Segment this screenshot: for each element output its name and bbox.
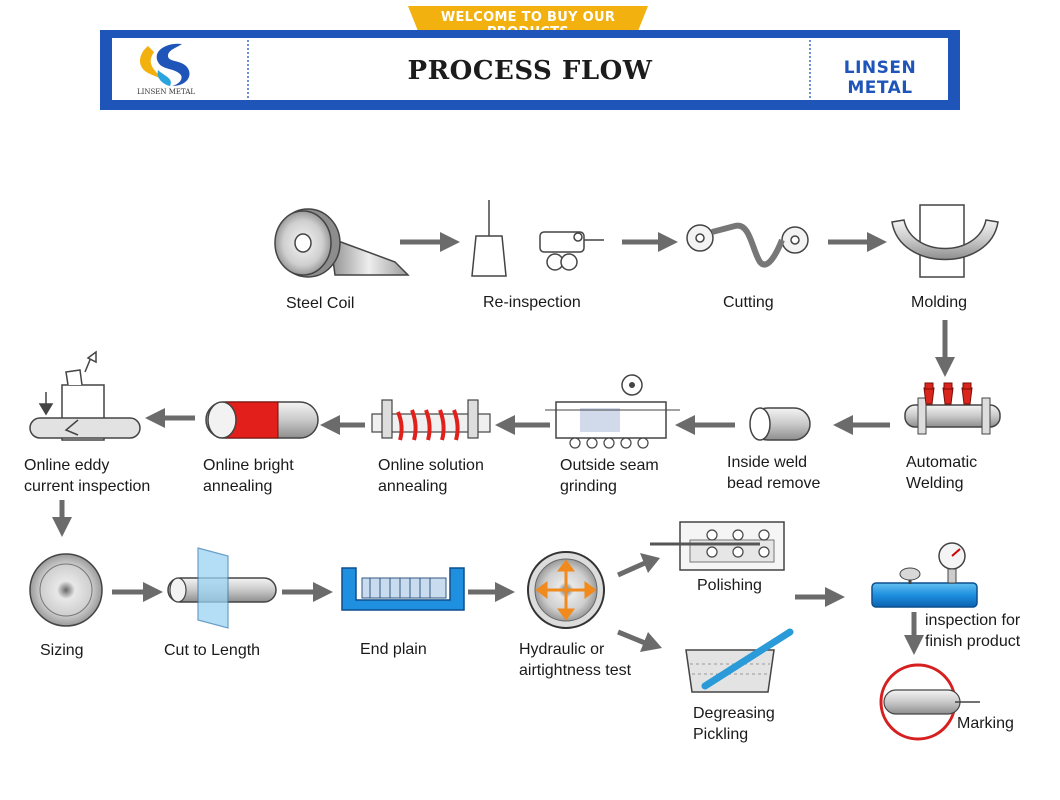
flow-arrow [904, 612, 924, 655]
logo-caption: LINSEN METAL [136, 88, 196, 96]
label-end-plain: End plain [360, 641, 427, 658]
solution-annealing-icon [371, 399, 491, 441]
marking-icon [879, 663, 980, 741]
label-outside-grinding-2: grinding [560, 478, 617, 495]
label-hydraulic-2: airtightness test [519, 662, 632, 679]
label-outside-grinding-1: Outside seam [560, 457, 659, 474]
flow-arrow [833, 415, 890, 435]
label-inside-weld-1: Inside weld [727, 454, 808, 471]
end-plain-icon [341, 567, 465, 611]
sizing-icon [29, 553, 103, 627]
bright-annealing-icon [205, 401, 319, 439]
cutting-icon [686, 222, 809, 268]
flow-arrow [400, 232, 460, 252]
outside-seam-grinding-icon [545, 374, 680, 449]
label-polishing: Polishing [697, 577, 762, 594]
label-degreasing-1: Degreasing [693, 705, 775, 722]
header-divider [247, 40, 249, 98]
flow-arrow [675, 415, 735, 435]
flow-arrow [617, 629, 662, 652]
brand-name: LINSEN METAL [843, 58, 917, 98]
label-bright-annealing-2: annealing [203, 478, 273, 495]
label-bright-annealing-1: Online bright [203, 457, 294, 474]
banner-tab-shape [408, 6, 648, 36]
label-solution-annealing-1: Online solution [378, 457, 484, 474]
label-automatic-welding-2: Welding [906, 475, 964, 492]
header-panel [112, 38, 948, 100]
hydraulic-test-icon [527, 551, 605, 629]
label-marking: Marking [957, 715, 1014, 732]
flow-arrow [145, 408, 195, 428]
flow-arrow [622, 232, 678, 252]
inside-weld-bead-remove-icon [749, 407, 811, 441]
flow-arrow [320, 415, 365, 435]
label-steel-coil: Steel Coil [286, 295, 355, 312]
label-hydraulic-1: Hydraulic or [519, 641, 605, 658]
cut-to-length-icon [167, 547, 277, 629]
molding-icon [891, 204, 999, 278]
flow-arrow [468, 582, 515, 602]
page-title: PROCESS FLOW [407, 56, 653, 86]
flow-arrow [282, 582, 333, 602]
label-cut-to-length: Cut to Length [164, 642, 261, 659]
label-molding: Molding [911, 294, 968, 311]
degreasing-pickling-icon [685, 628, 794, 693]
flow-arrow [616, 553, 660, 578]
linsen-logo-icon [140, 43, 190, 86]
label-inside-weld-2: bead remove [727, 475, 821, 492]
flow-arrow [52, 500, 72, 537]
flow-arrow [935, 320, 955, 377]
label-sizing: Sizing [40, 642, 84, 659]
flow-arrow [795, 587, 845, 607]
label-degreasing-2: Pickling [693, 726, 749, 743]
reinspection-icon [471, 200, 604, 277]
eddy-current-inspection-icon [29, 350, 141, 441]
polishing-icon [650, 521, 785, 571]
label-finish-inspection-2: finish product [925, 633, 1021, 650]
label-finish-inspection-1: inspection for [925, 612, 1021, 629]
flow-arrow [828, 232, 887, 252]
label-solution-annealing-2: annealing [378, 478, 448, 495]
label-automatic-welding-1: Automatic [906, 454, 978, 471]
header-divider [809, 40, 811, 98]
label-eddy-inspection-1: Online eddy [24, 457, 110, 474]
finish-inspection-icon [871, 542, 978, 608]
steel-coil-icon [274, 208, 410, 278]
label-eddy-inspection-2: current inspection [24, 478, 151, 495]
label-cutting: Cutting [723, 294, 774, 311]
flow-arrows [52, 232, 955, 655]
automatic-welding-icon [904, 382, 1001, 435]
flow-arrow [112, 582, 163, 602]
label-reinspection: Re-inspection [483, 294, 581, 311]
flow-arrow [495, 415, 550, 435]
